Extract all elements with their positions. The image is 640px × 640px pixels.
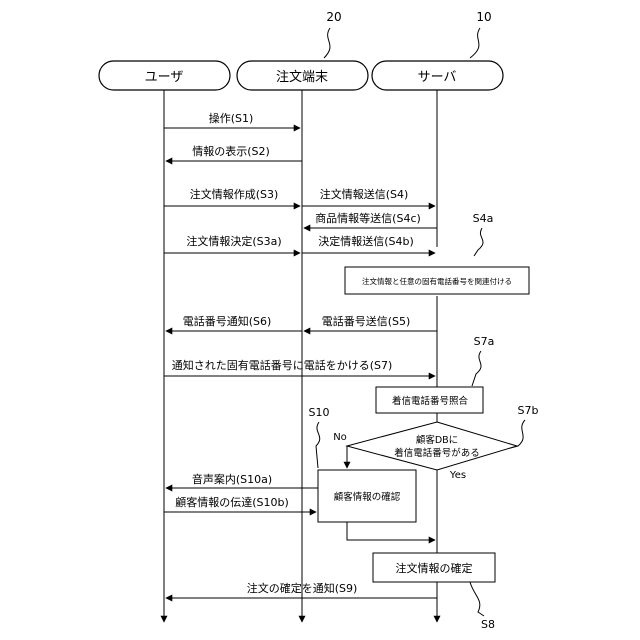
decision-s7b (347, 422, 517, 470)
box-label-s7a: 着信電話番号照合 (392, 395, 469, 407)
decision-line1: 顧客DBに (416, 434, 458, 446)
msg-label-s1: 操作(S1) (209, 111, 254, 125)
lane-label-terminal: 注文端末 (276, 70, 328, 85)
ref-leader-s7b (510, 420, 525, 448)
box-label-s8: 注文情報の確定 (396, 561, 473, 575)
flow-s10-return (347, 522, 435, 540)
msg-label-s6: 電話番号通知(S6) (183, 314, 272, 328)
msg-label-s4c: 商品情報等送信(S4c) (315, 211, 421, 225)
msg-label-s2: 情報の表示(S2) (192, 144, 270, 158)
ref-label-server: 10 (476, 10, 491, 24)
ref-label-terminal: 20 (326, 10, 341, 24)
decision-no-label: No (333, 432, 347, 443)
ref-label-s7a: S7a (474, 335, 495, 348)
ref-leader-s7a (472, 351, 481, 386)
msg-label-s7: 通知された固有電話番号に電話をかける(S7) (172, 358, 393, 372)
decision-yes-label: Yes (449, 470, 466, 481)
msg-label-s4: 注文情報送信(S4) (320, 187, 409, 201)
msg-label-s9: 注文の確定を通知(S9) (247, 581, 358, 595)
lane-label-user: ユーザ (145, 70, 184, 85)
ref-leader-s10 (316, 422, 320, 468)
box-label-s10: 顧客情報の確認 (334, 491, 401, 503)
ref-label-s7b: S7b (518, 404, 539, 417)
msg-label-s3: 注文情報作成(S3) (190, 187, 279, 201)
ref-leader-server (470, 28, 480, 58)
msg-label-s10a: 音声案内(S10a) (192, 472, 272, 486)
ref-label-s8: S8 (481, 618, 495, 631)
msg-label-s4b: 決定情報送信(S4b) (318, 234, 414, 248)
box-label-s4a: 注文情報と任意の固有電話番号を関連付ける (362, 276, 512, 286)
ref-leader-terminal (324, 28, 330, 58)
msg-label-s10b: 顧客情報の伝達(S10b) (175, 495, 289, 509)
lane-label-server: サーバ (418, 70, 457, 85)
decision-line2: 着信電話番号がある (394, 447, 480, 459)
msg-label-s3a: 注文情報決定(S3a) (186, 234, 281, 248)
ref-leader-s8 (470, 582, 484, 616)
ref-label-s10: S10 (309, 406, 330, 419)
msg-label-s5: 電話番号送信(S5) (322, 314, 411, 328)
ref-leader-s4a (474, 228, 483, 256)
ref-label-s4a: S4a (473, 212, 494, 225)
